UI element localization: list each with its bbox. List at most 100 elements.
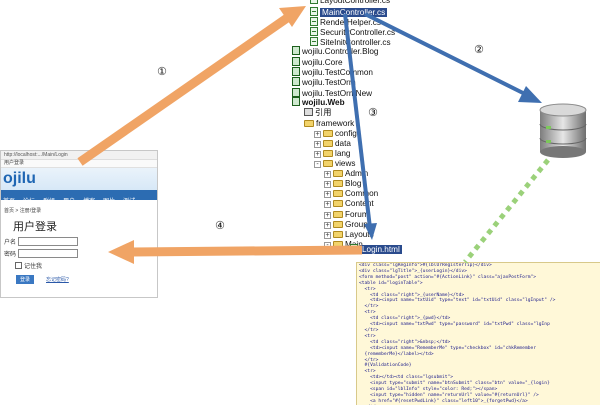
- tree-item-label: Login.html: [360, 245, 402, 254]
- folder-icon: [304, 120, 314, 127]
- tree-item[interactable]: LayoutController.cs: [310, 0, 390, 6]
- login-button[interactable]: 登录: [16, 275, 35, 284]
- db-link-dotted: [463, 158, 550, 264]
- tree-item[interactable]: MainController.cs: [310, 7, 388, 18]
- code-line: {rememberMe}</label></td>: [359, 351, 434, 357]
- remember-checkbox[interactable]: [15, 262, 22, 269]
- expand-icon[interactable]: +: [314, 141, 321, 148]
- tree-item-label: framework: [316, 119, 355, 128]
- code-line: <input type="hidden" name="returnUrl" va…: [359, 392, 539, 398]
- file-icon: [310, 0, 318, 4]
- tree-item-label: LayoutController.cs: [320, 0, 391, 5]
- nav-item[interactable]: 群组: [43, 197, 55, 200]
- code-line: <td><input name="RememberMe" type="check…: [359, 345, 537, 351]
- expand-icon[interactable]: +: [324, 171, 331, 178]
- nav-item[interactable]: 用户: [63, 197, 75, 200]
- expand-icon[interactable]: +: [324, 201, 331, 208]
- tree-item[interactable]: + data: [314, 138, 351, 149]
- file-icon: [310, 37, 318, 46]
- login-title: 用户登录: [13, 220, 57, 233]
- folder-icon: [323, 150, 333, 157]
- code-line: <td></td><td class="lgsubmit">: [359, 375, 454, 381]
- nav-item[interactable]: 图片: [103, 197, 115, 200]
- tree-item-label: data: [335, 139, 351, 148]
- nav-item[interactable]: 首页: [3, 197, 15, 200]
- tree-item[interactable]: wojilu.Controller.Blog: [292, 46, 378, 57]
- password-input[interactable]: [18, 249, 79, 258]
- tree-item-label: MainController.cs: [320, 8, 388, 17]
- tree-item[interactable]: 引用: [304, 107, 331, 118]
- code-line: <tr>: [359, 333, 376, 339]
- code-line: </tr>: [359, 304, 379, 310]
- tree-item[interactable]: + Forum: [324, 209, 369, 220]
- tree-item[interactable]: +lang: [314, 148, 350, 159]
- arrow-4: [131, 245, 363, 257]
- arrow-4-head: [108, 240, 134, 264]
- arrow-3-head: [364, 223, 377, 240]
- folder-icon: [333, 211, 343, 218]
- folder-icon: [333, 200, 343, 207]
- folder-icon: [323, 140, 333, 147]
- expand-icon[interactable]: +: [314, 151, 321, 158]
- expand-icon[interactable]: +: [324, 191, 331, 198]
- forgot-password-link[interactable]: 忘记密码?: [46, 277, 69, 283]
- tree-item[interactable]: wojilu.TestCommon: [292, 67, 373, 78]
- brand-text: ojilu: [3, 170, 36, 187]
- tree-item-label: Blog: [345, 179, 362, 188]
- expand-icon[interactable]: +: [324, 222, 331, 229]
- code-line: <div class="lgRegInfo">#{lblUrRegisterTi…: [359, 263, 492, 268]
- arrow-1-head: [279, 6, 306, 27]
- arrow-2-head: [518, 86, 542, 103]
- nav-item[interactable]: 博客: [83, 197, 95, 200]
- tree-item[interactable]: wojilu.Web: [292, 97, 345, 108]
- tree-item-label: wojilu.Core: [302, 58, 343, 67]
- tree-item-label: SecurityController.cs: [320, 28, 396, 37]
- nav-item[interactable]: 测试: [123, 197, 135, 200]
- username-input[interactable]: [18, 237, 79, 246]
- remember-label: 记住我: [24, 264, 43, 270]
- tree-item[interactable]: +Admin: [324, 168, 368, 179]
- code-line: <a href="#{resetPwdLink}" class="left10"…: [359, 398, 528, 404]
- tree-item-label: Forum: [345, 210, 369, 219]
- expand-icon[interactable]: +: [324, 212, 331, 219]
- nav-item[interactable]: 论坛: [23, 197, 35, 200]
- tree-item[interactable]: wojilu.TestOrmNew: [292, 88, 372, 99]
- tree-item-label: wojilu.Web: [302, 98, 345, 107]
- tree-item[interactable]: +Group: [324, 219, 368, 230]
- collapse-icon[interactable]: -: [314, 161, 321, 168]
- tree-item[interactable]: - views: [314, 158, 355, 169]
- code-line: <form method="post" action="#{ActionLink…: [359, 274, 537, 280]
- tree-item[interactable]: +Layouts: [324, 229, 374, 240]
- tree-item[interactable]: +Common: [324, 188, 378, 199]
- file-icon: [310, 7, 318, 16]
- tree-item[interactable]: SecurityController.cs: [310, 27, 395, 38]
- code-line: #{ValidationCode}: [359, 363, 412, 369]
- tree-item[interactable]: wojilu.TestOrm: [292, 77, 356, 88]
- step-label-2: ②: [474, 43, 484, 56]
- folder-icon: [333, 221, 343, 228]
- folder-icon: [333, 190, 343, 197]
- reference-icon: [304, 108, 313, 116]
- tree-item[interactable]: framework: [304, 118, 354, 129]
- code-line: </tr>: [359, 327, 379, 333]
- folder-icon: [333, 180, 343, 187]
- login-page-screenshot: http://localhost:.../Main/Login 用户登录 oji…: [0, 150, 158, 298]
- tree-item[interactable]: + Blog: [324, 178, 361, 189]
- expand-icon[interactable]: +: [324, 181, 331, 188]
- tree-item[interactable]: SiteInitController.cs: [310, 37, 391, 48]
- tree-item-label: views: [335, 159, 356, 168]
- expand-icon[interactable]: +: [314, 131, 321, 138]
- tree-item[interactable]: +Content: [324, 198, 374, 209]
- step-label-1: ①: [157, 65, 167, 78]
- tree-item[interactable]: RenderHelper.cs: [310, 17, 381, 28]
- submit-row: 登录 忘记密码?: [4, 275, 157, 284]
- code-line: <span id="lblInfo" style="color: Red;"><…: [359, 387, 498, 393]
- tree-item[interactable]: + config: [314, 128, 357, 139]
- tree-item-label: config: [335, 129, 357, 138]
- username-row: 户名: [4, 237, 157, 246]
- tree-item[interactable]: wojilu.Core: [292, 57, 343, 68]
- database-icon: [539, 103, 587, 158]
- expand-icon[interactable]: +: [324, 232, 331, 239]
- folder-icon: [333, 231, 343, 238]
